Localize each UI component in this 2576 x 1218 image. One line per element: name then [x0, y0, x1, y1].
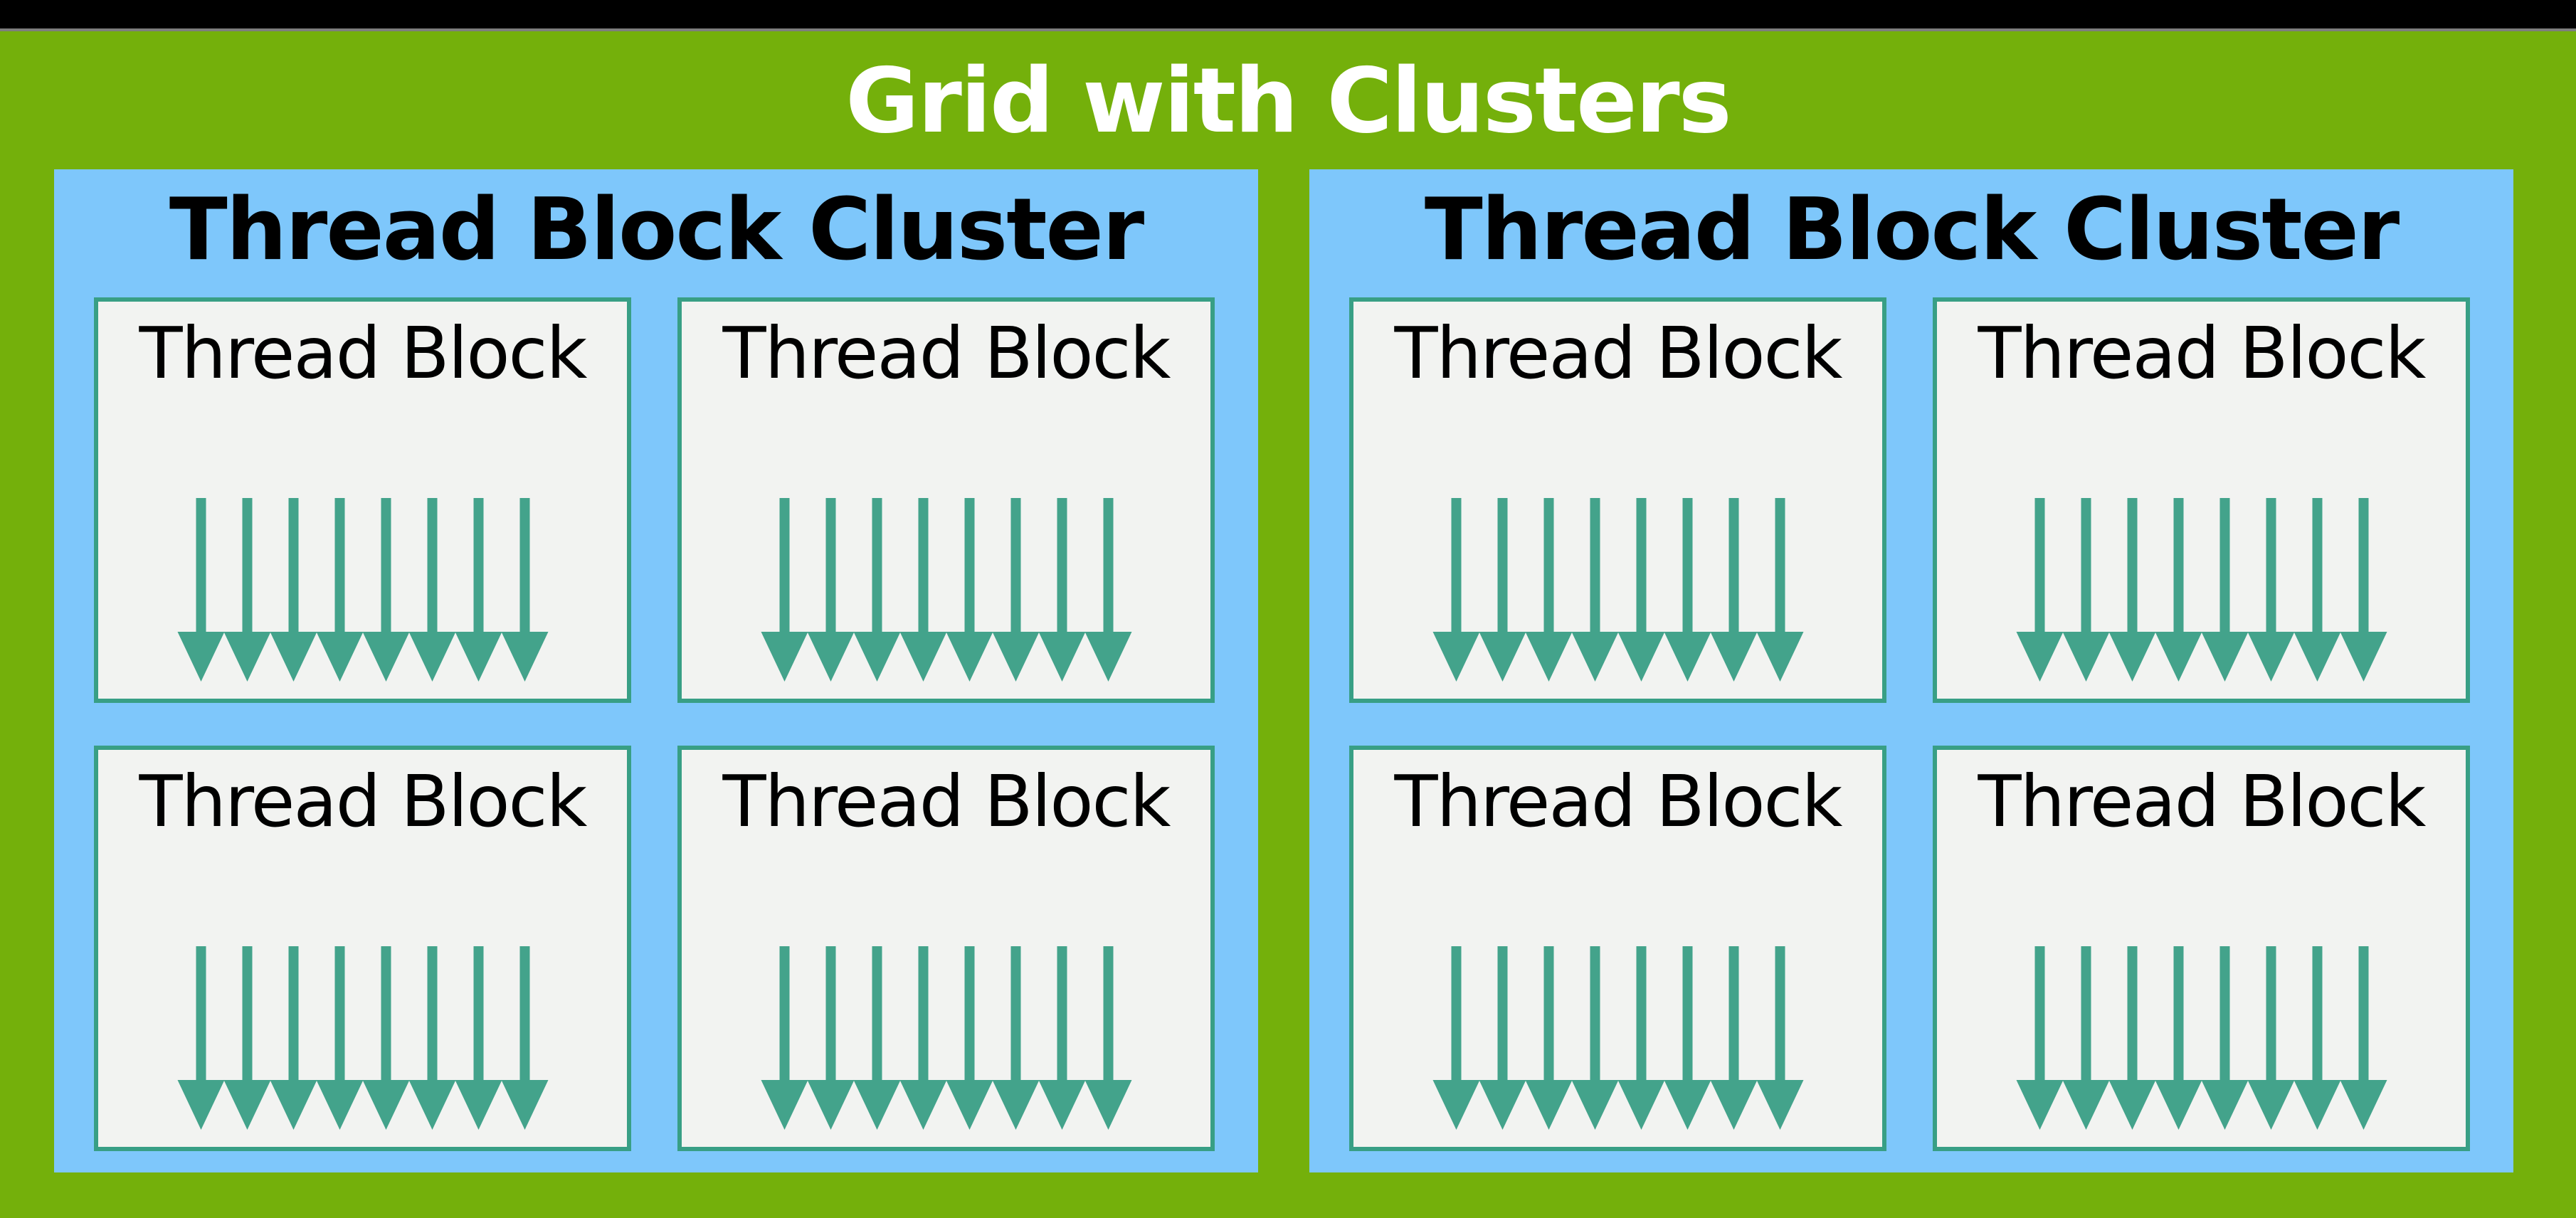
thread-block-label: Thread Block [1394, 312, 1843, 395]
thread-block-label: Thread Block [1978, 312, 2427, 395]
thread-arrows [1432, 498, 1803, 682]
thread-block: Thread Block [1933, 297, 2470, 703]
thread-block-label: Thread Block [1978, 760, 2427, 843]
thread-block: Thread Block [677, 297, 1215, 703]
thread-arrows [761, 498, 1131, 682]
cluster-heading: Thread Block Cluster [169, 181, 1144, 280]
thread-block: Thread Block [1933, 746, 2470, 1151]
thread-arrows [761, 946, 1131, 1130]
thread-arrows [177, 946, 548, 1130]
thread-block: Thread Block [677, 746, 1215, 1151]
gray-divider-line [0, 28, 2576, 31]
thread-block: Thread Block [94, 297, 631, 703]
thread-block-label: Thread Block [722, 760, 1171, 843]
diagram-title: Grid with Clusters [845, 48, 1731, 153]
thread-block-label: Thread Block [139, 312, 588, 395]
thread-block: Thread Block [1349, 297, 1886, 703]
cluster-heading: Thread Block Cluster [1424, 181, 2400, 280]
thread-block: Thread Block [94, 746, 631, 1151]
thread-block: Thread Block [1349, 746, 1886, 1151]
thread-block-label: Thread Block [722, 312, 1171, 395]
thread-block-label: Thread Block [139, 760, 588, 843]
thread-arrows [177, 498, 548, 682]
thread-block-label: Thread Block [1394, 760, 1843, 843]
thread-arrows [1432, 946, 1803, 1130]
thread-block-cluster-left: Thread Block Cluster Thread Block Thread… [54, 169, 1258, 1172]
thread-block-cluster-right: Thread Block Cluster Thread Block Thread… [1309, 169, 2513, 1172]
thread-arrows [2016, 498, 2387, 682]
top-black-bar [0, 0, 2576, 28]
thread-arrows [2016, 946, 2387, 1130]
